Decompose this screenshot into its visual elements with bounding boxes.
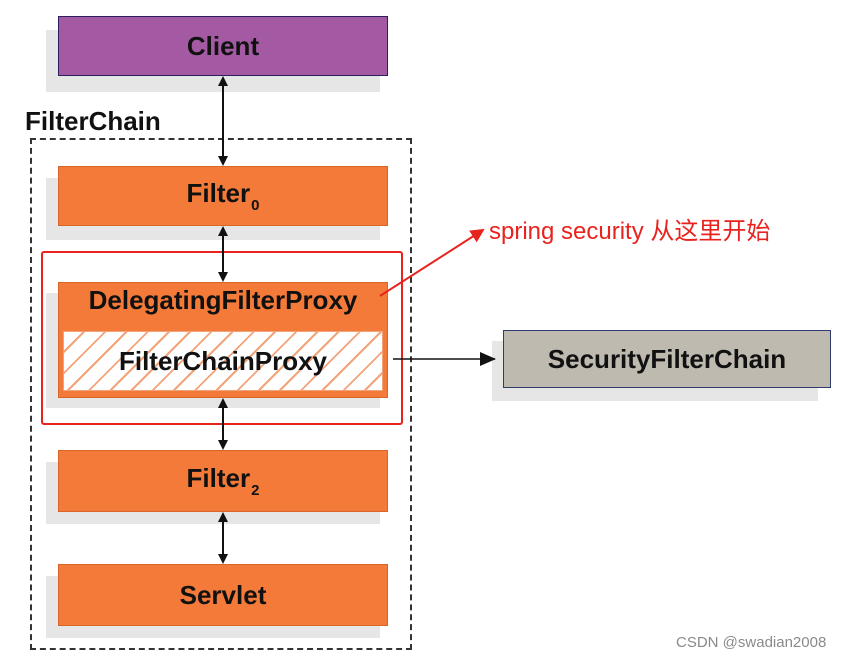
filter2-subscript: 2 [251, 482, 260, 499]
servlet-label: Servlet [179, 579, 267, 610]
filter-chain-proxy-node: FilterChainProxy [63, 331, 383, 391]
watermark: CSDN @swadian2008 [676, 634, 827, 651]
filterchain-label: FilterChain [25, 106, 161, 136]
annotation-pointer [379, 228, 485, 297]
filter2-node: Filter2 [58, 450, 388, 512]
filter0-label: Filter0 [186, 178, 260, 214]
filter-chain-proxy-label: FilterChainProxy [118, 345, 328, 376]
filter2-label: Filter2 [186, 463, 260, 499]
security-filter-chain-label: SecurityFilterChain [547, 343, 787, 374]
delegating-filter-proxy-label: DelegatingFilterProxy [88, 285, 358, 315]
filter0-node: Filter0 [58, 166, 388, 226]
client-node: Client [58, 16, 388, 76]
security-filter-chain-node: SecurityFilterChain [503, 330, 831, 388]
servlet-node: Servlet [58, 564, 388, 626]
client-label: Client [186, 30, 260, 61]
annotation-text: spring security 从这里开始 [489, 218, 771, 245]
filter0-subscript: 0 [251, 197, 260, 214]
